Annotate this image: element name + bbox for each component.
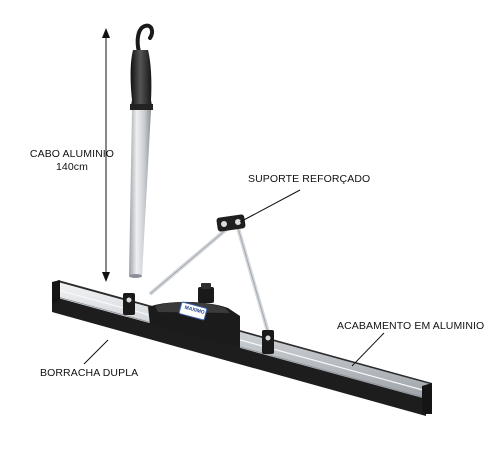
- handle-grip: [130, 50, 153, 110]
- label-acabamento-aluminio: ACABAMENTO EM ALUMINIO: [337, 320, 485, 332]
- label-cabo-line1: CABO ALUMINIO: [29, 148, 115, 160]
- support-struts: [148, 226, 270, 333]
- label-cabo-line2: 140cm: [55, 161, 88, 173]
- label-borracha-dupla: BORRACHA DUPLA: [40, 367, 139, 379]
- label-cabo-aluminio: CABO ALUMINIO 140cm: [22, 148, 122, 174]
- leader-line-icon: [83, 189, 385, 367]
- label-suporte-reforcado: SUPORTE REFORÇADO: [248, 173, 371, 185]
- central-housing: MAXIMO: [148, 283, 240, 348]
- handle-hook: [135, 23, 155, 54]
- aluminium-handle: [129, 110, 151, 278]
- support-joint: [216, 214, 246, 232]
- brand-badge: MAXIMO: [178, 301, 208, 321]
- brand-badge-text: MAXIMO: [184, 305, 206, 316]
- frame-clamps: [123, 293, 274, 354]
- dimension-arrow-icon: [102, 28, 110, 282]
